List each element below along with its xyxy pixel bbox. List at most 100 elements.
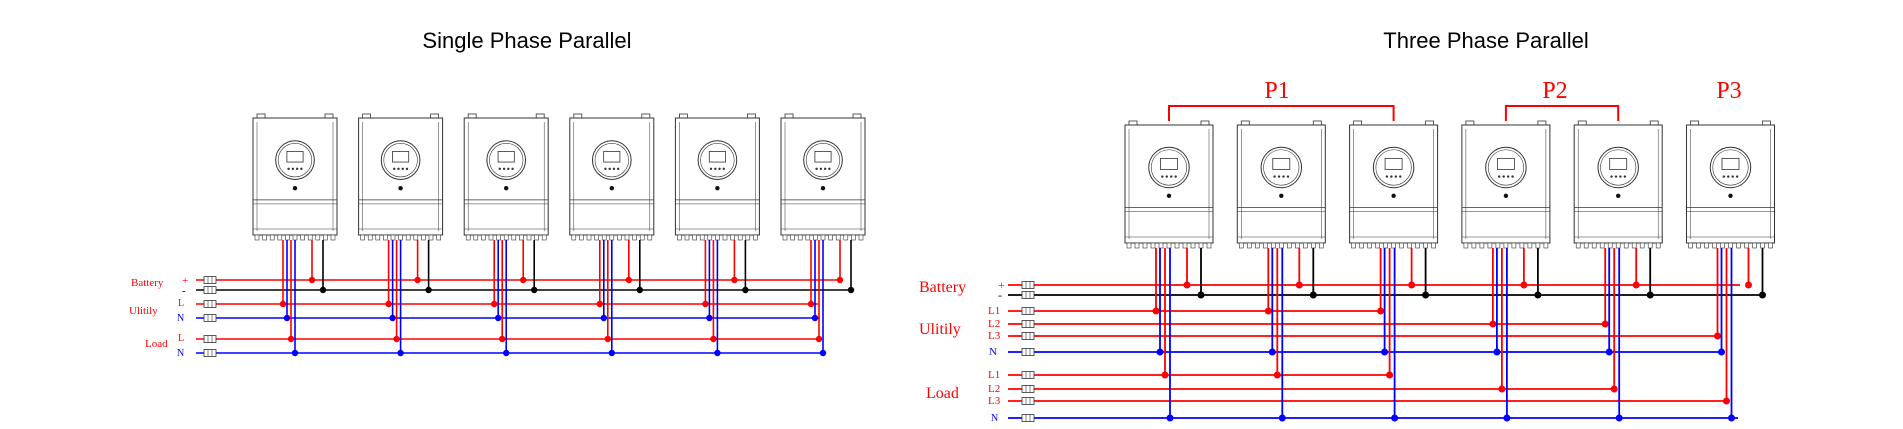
connector-body — [203, 314, 217, 322]
cable-gland — [292, 234, 298, 241]
cable-gland — [1423, 242, 1428, 249]
cable-gland — [820, 234, 826, 241]
terminal-connector — [203, 335, 217, 343]
junction-dot — [714, 349, 721, 357]
terminal-connector — [1021, 291, 1035, 299]
mount-tab — [256, 113, 266, 119]
cable-gland — [1150, 242, 1156, 249]
left-utility-n-label: N — [177, 313, 184, 324]
cable-gland — [323, 234, 328, 241]
terminal-connector — [1021, 332, 1035, 340]
cable-gland — [1736, 242, 1741, 249]
cable-gland — [624, 234, 630, 241]
button-dot — [823, 167, 827, 171]
cable-gland — [1712, 242, 1717, 249]
right-load-l3-label: L3 — [988, 395, 1001, 407]
cable-gland — [715, 234, 720, 241]
cable-gland — [579, 234, 584, 241]
cable-gland — [1206, 242, 1212, 249]
mount-tab — [1577, 120, 1587, 126]
right-load-l2-label: L2 — [988, 383, 1000, 395]
right-utility-l1-label: L1 — [988, 305, 1000, 317]
cable-gland — [1655, 242, 1661, 249]
cable-gland — [858, 234, 864, 241]
cable-gland — [1239, 242, 1244, 249]
cable-gland — [782, 234, 788, 241]
cable-gland — [1247, 242, 1252, 249]
cable-gland — [571, 234, 577, 241]
junction-dot — [308, 276, 316, 284]
cable-gland — [737, 234, 743, 241]
junction-dot — [1377, 307, 1385, 315]
connector-body — [1021, 348, 1035, 356]
junction-dot — [1408, 281, 1416, 289]
junction-dot — [1498, 385, 1506, 393]
terminal-connector — [1021, 385, 1035, 393]
cable-gland — [428, 234, 434, 241]
cable-gland — [1631, 242, 1637, 249]
junction-dot — [503, 349, 510, 357]
button-dot — [1161, 175, 1164, 178]
junction-dot — [625, 276, 632, 284]
junction-dot — [600, 314, 607, 322]
inverter-unit — [780, 113, 866, 241]
button-dot — [819, 167, 823, 171]
button-dot — [718, 167, 721, 171]
junction-dot — [1152, 307, 1160, 315]
connector-body — [1021, 414, 1035, 422]
cable-gland — [1166, 242, 1172, 249]
button-dot — [1498, 175, 1501, 178]
cable-gland — [465, 234, 471, 241]
terminal-connector — [1021, 414, 1035, 422]
cable-gland — [1760, 242, 1765, 249]
mount-tab — [467, 113, 477, 119]
button-dot — [1394, 175, 1398, 178]
cable-gland — [262, 234, 267, 241]
left-load-l-label: L — [178, 333, 184, 344]
cable-gland — [1575, 242, 1581, 249]
right-load-label: Load — [926, 385, 959, 402]
inverter-unit — [252, 113, 338, 241]
left-load-n-label: N — [177, 348, 184, 359]
junction-dot — [819, 349, 827, 357]
junction-dot — [1422, 291, 1430, 299]
button-dot — [1731, 175, 1734, 178]
cable-gland — [594, 234, 599, 241]
cable-gland — [647, 234, 653, 241]
three-phase-title: Three Phase Parallel — [1383, 28, 1589, 53]
lcd-screen — [392, 151, 410, 163]
lcd-screen — [1721, 157, 1740, 170]
left-battery-label: Battery — [131, 277, 164, 289]
group-p1-bracket — [1168, 105, 1395, 121]
cable-gland — [421, 234, 426, 241]
cable-gland — [1383, 242, 1388, 249]
terminal-connector — [203, 300, 217, 308]
cable-gland — [1142, 242, 1148, 249]
terminal-connector — [203, 349, 217, 357]
mount-tab — [535, 113, 545, 119]
status-led — [1728, 193, 1733, 198]
junction-dot — [1264, 307, 1272, 315]
junction-dot — [702, 300, 709, 308]
cable-gland — [1295, 242, 1300, 249]
cable-gland — [1431, 242, 1436, 249]
button-dot — [1610, 175, 1613, 178]
cable-gland — [1479, 242, 1485, 249]
junction-dot — [836, 276, 844, 284]
mount-tab — [1353, 120, 1362, 126]
connector-body — [1021, 385, 1035, 393]
cable-gland — [692, 234, 697, 241]
button-dot — [295, 167, 299, 171]
cable-gland — [1527, 242, 1533, 249]
cable-gland — [843, 234, 849, 241]
button-dot — [709, 167, 713, 171]
cable-gland — [1543, 242, 1549, 249]
inverter-unit — [674, 113, 760, 241]
cable-gland — [1720, 242, 1725, 249]
mount-tab — [1690, 120, 1699, 126]
cable-gland — [707, 234, 713, 241]
left-utility-label: Ulitily — [129, 305, 158, 317]
cable-gland — [1158, 242, 1164, 249]
cable-gland — [1463, 242, 1469, 249]
junction-dot — [706, 314, 713, 322]
